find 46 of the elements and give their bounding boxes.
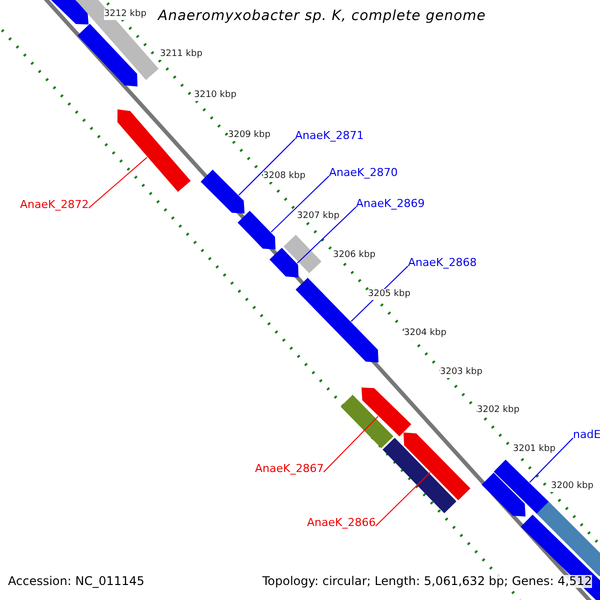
position-label: 3200 kbp xyxy=(551,481,594,492)
gene-feature xyxy=(494,460,550,514)
gene-feature xyxy=(382,438,456,514)
gene-feature xyxy=(73,0,159,80)
leader-line xyxy=(238,138,296,196)
gene-feature xyxy=(48,0,89,25)
position-label: 3201 kbp xyxy=(513,444,556,455)
genome-summary-text: Topology: circular; Length: 5,061,632 bp; Genes: 4,512 xyxy=(262,575,592,588)
gene-label: AnaeK_2872 xyxy=(20,198,89,211)
position-label: 3208 kbp xyxy=(263,171,306,182)
gene-feature xyxy=(117,109,191,192)
position-label: 3203 kbp xyxy=(440,367,482,378)
gene-label: nadE xyxy=(573,428,600,441)
leader-line xyxy=(323,416,379,472)
title: Anaeromyxobacter sp. K, complete genome xyxy=(158,10,486,23)
position-label: 3211 kbp xyxy=(160,49,202,60)
gene-feature xyxy=(340,394,394,448)
leader-line xyxy=(296,206,356,264)
gene-feature xyxy=(361,387,412,436)
position-label: 3206 kbp xyxy=(333,250,376,261)
position-label: 3209 kbp xyxy=(228,130,270,141)
position-label: 3210 kbp xyxy=(194,90,236,101)
gene-label: AnaeK_2866 xyxy=(307,516,376,529)
position-label: 3205 kbp xyxy=(368,289,410,300)
gene-feature xyxy=(403,432,470,500)
position-label: 3204 kbp xyxy=(404,328,446,339)
gene-feature xyxy=(238,210,276,250)
gene-label: AnaeK_2869 xyxy=(356,197,425,210)
leader-line xyxy=(88,156,148,208)
position-label: 3212 kbp xyxy=(104,9,146,20)
gene-label: AnaeK_2867 xyxy=(255,462,324,475)
gene-label: AnaeK_2868 xyxy=(408,256,477,269)
position-label: 3202 kbp xyxy=(477,405,520,416)
position-label: 3207 kbp xyxy=(297,211,340,222)
gene-feature xyxy=(200,170,245,214)
gene-label: AnaeK_2871 xyxy=(295,129,364,142)
gene-feature xyxy=(78,24,138,87)
accession-text: Accession: NC_011145 xyxy=(8,575,144,588)
gene-feature xyxy=(270,248,299,278)
leader-line xyxy=(529,438,574,483)
gene-feature xyxy=(536,502,600,576)
leader-line xyxy=(270,176,330,233)
leader-line xyxy=(375,472,431,526)
gene-feature xyxy=(284,234,322,274)
gene-label: AnaeK_2870 xyxy=(329,166,398,179)
gene-feature xyxy=(482,472,526,517)
